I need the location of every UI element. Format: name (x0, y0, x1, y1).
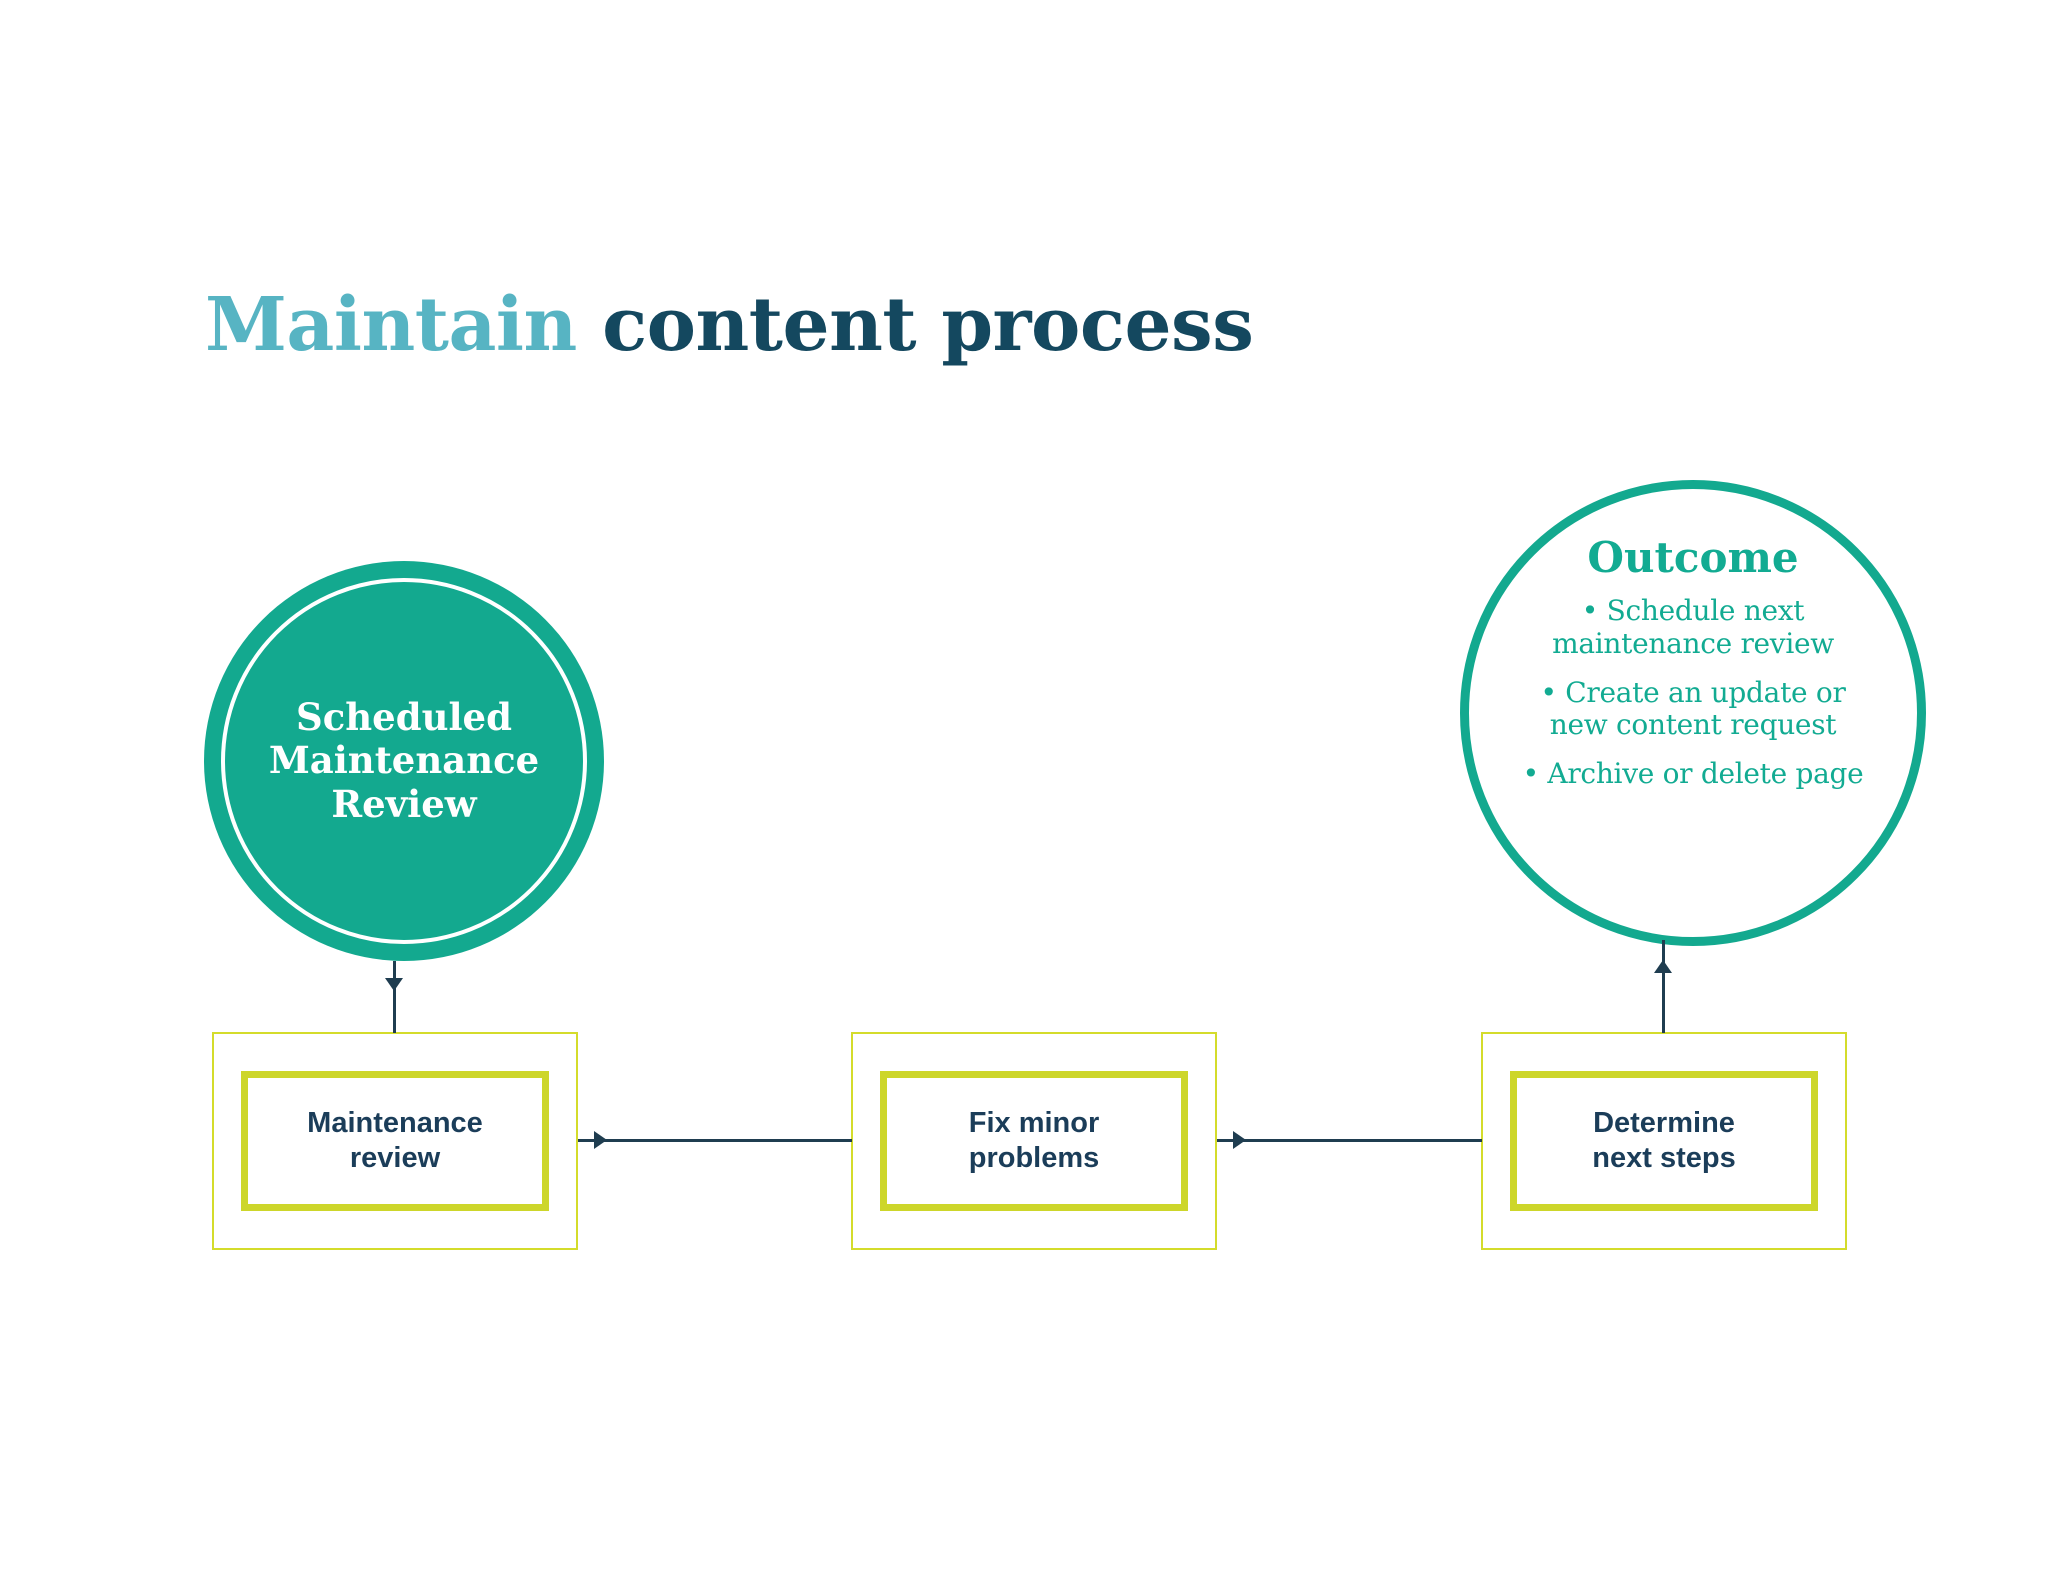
outcome-heading: Outcome (1587, 533, 1799, 582)
node-start-label-line3: Review (331, 781, 477, 826)
process-box-inner-frame: Determine next steps (1510, 1071, 1818, 1211)
process-box-label: Determine next steps (1592, 1106, 1736, 1174)
process-box-inner-frame: Fix minor problems (880, 1071, 1188, 1211)
process-box-maintenance-review[interactable]: Maintenance review (212, 1032, 578, 1250)
title-part-main: content process (602, 282, 1254, 368)
process-box-determine-next-steps[interactable]: Determine next steps (1481, 1032, 1847, 1250)
node-start-label-line2: Maintenance (268, 738, 540, 783)
arrowhead-down-icon (385, 978, 403, 991)
connector-fix-minor-problems-to-determine-next-steps (1217, 1139, 1482, 1142)
process-box-label: Fix minor problems (968, 1106, 1100, 1174)
outcome-bullet-item: • Archive or delete page (1522, 757, 1864, 790)
node-start-label-line1: Scheduled (296, 694, 512, 739)
arrowhead-right-icon (1233, 1131, 1246, 1149)
page-title: Maintain content process (205, 288, 1254, 362)
outcome-bullet-item: • Schedule next maintenance review (1552, 594, 1834, 660)
title-part-highlight: Maintain (205, 282, 577, 368)
node-scheduled-maintenance-review[interactable]: Scheduled Maintenance Review (204, 561, 604, 961)
node-start-label: Scheduled Maintenance Review (239, 694, 569, 827)
arrowhead-up-icon (1654, 960, 1672, 973)
connector-start-to-maintenance-review (393, 961, 396, 1033)
outcome-bullet-list: • Schedule next maintenance review • Cre… (1513, 594, 1873, 807)
connector-maintenance-review-to-fix-minor-problems (578, 1139, 852, 1142)
node-outcome[interactable]: Outcome • Schedule next maintenance revi… (1460, 480, 1926, 946)
process-box-inner-frame: Maintenance review (241, 1071, 549, 1211)
connector-determine-next-steps-to-outcome (1662, 940, 1665, 1033)
process-box-label: Maintenance review (307, 1106, 483, 1174)
process-box-fix-minor-problems[interactable]: Fix minor problems (851, 1032, 1217, 1250)
arrowhead-right-icon (594, 1131, 607, 1149)
outcome-bullet-item: • Create an update or new content reques… (1540, 675, 1846, 742)
